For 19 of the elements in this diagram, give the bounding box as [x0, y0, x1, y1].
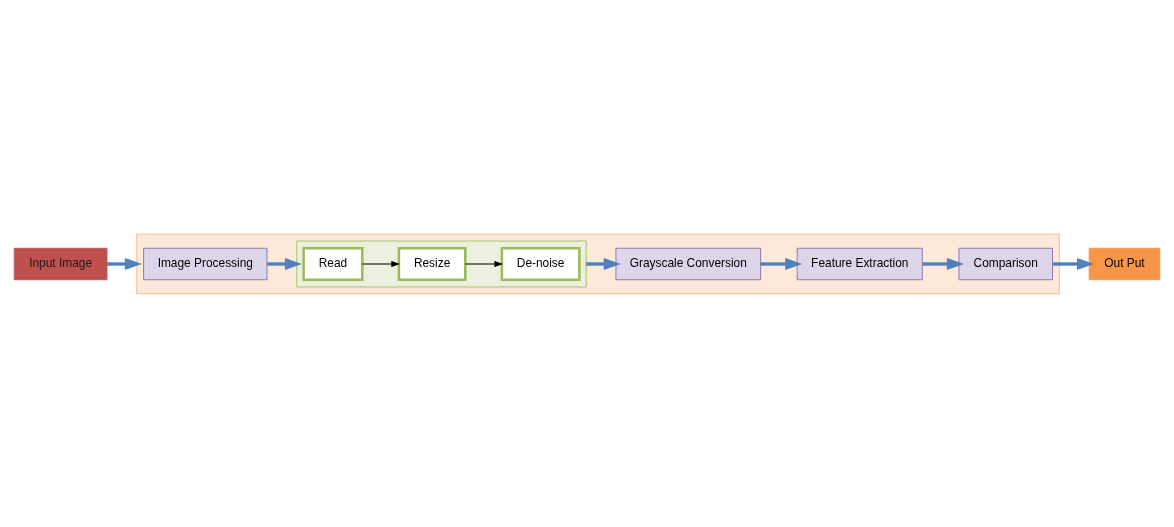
arrow: [586, 257, 621, 270]
cluster: [296, 240, 587, 287]
node-box: Comparison: [958, 247, 1053, 280]
arrow: [760, 257, 803, 270]
arrow: [922, 257, 964, 270]
node-box: Input Image: [13, 247, 108, 280]
node-box: De-noise: [500, 246, 581, 281]
arrow: [107, 257, 142, 270]
arrow: [267, 257, 302, 270]
node-box: Read: [302, 246, 364, 281]
arrow: [465, 260, 504, 267]
arrow: [1052, 257, 1095, 270]
node-box: Feature Extraction: [796, 247, 923, 280]
arrow: [362, 260, 401, 267]
node-box: Grayscale Conversion: [615, 247, 762, 280]
node-box: Resize: [397, 246, 467, 281]
node-box: Out Put: [1088, 247, 1161, 280]
node-box: Image Processing: [143, 247, 268, 280]
cluster: [136, 233, 1060, 294]
